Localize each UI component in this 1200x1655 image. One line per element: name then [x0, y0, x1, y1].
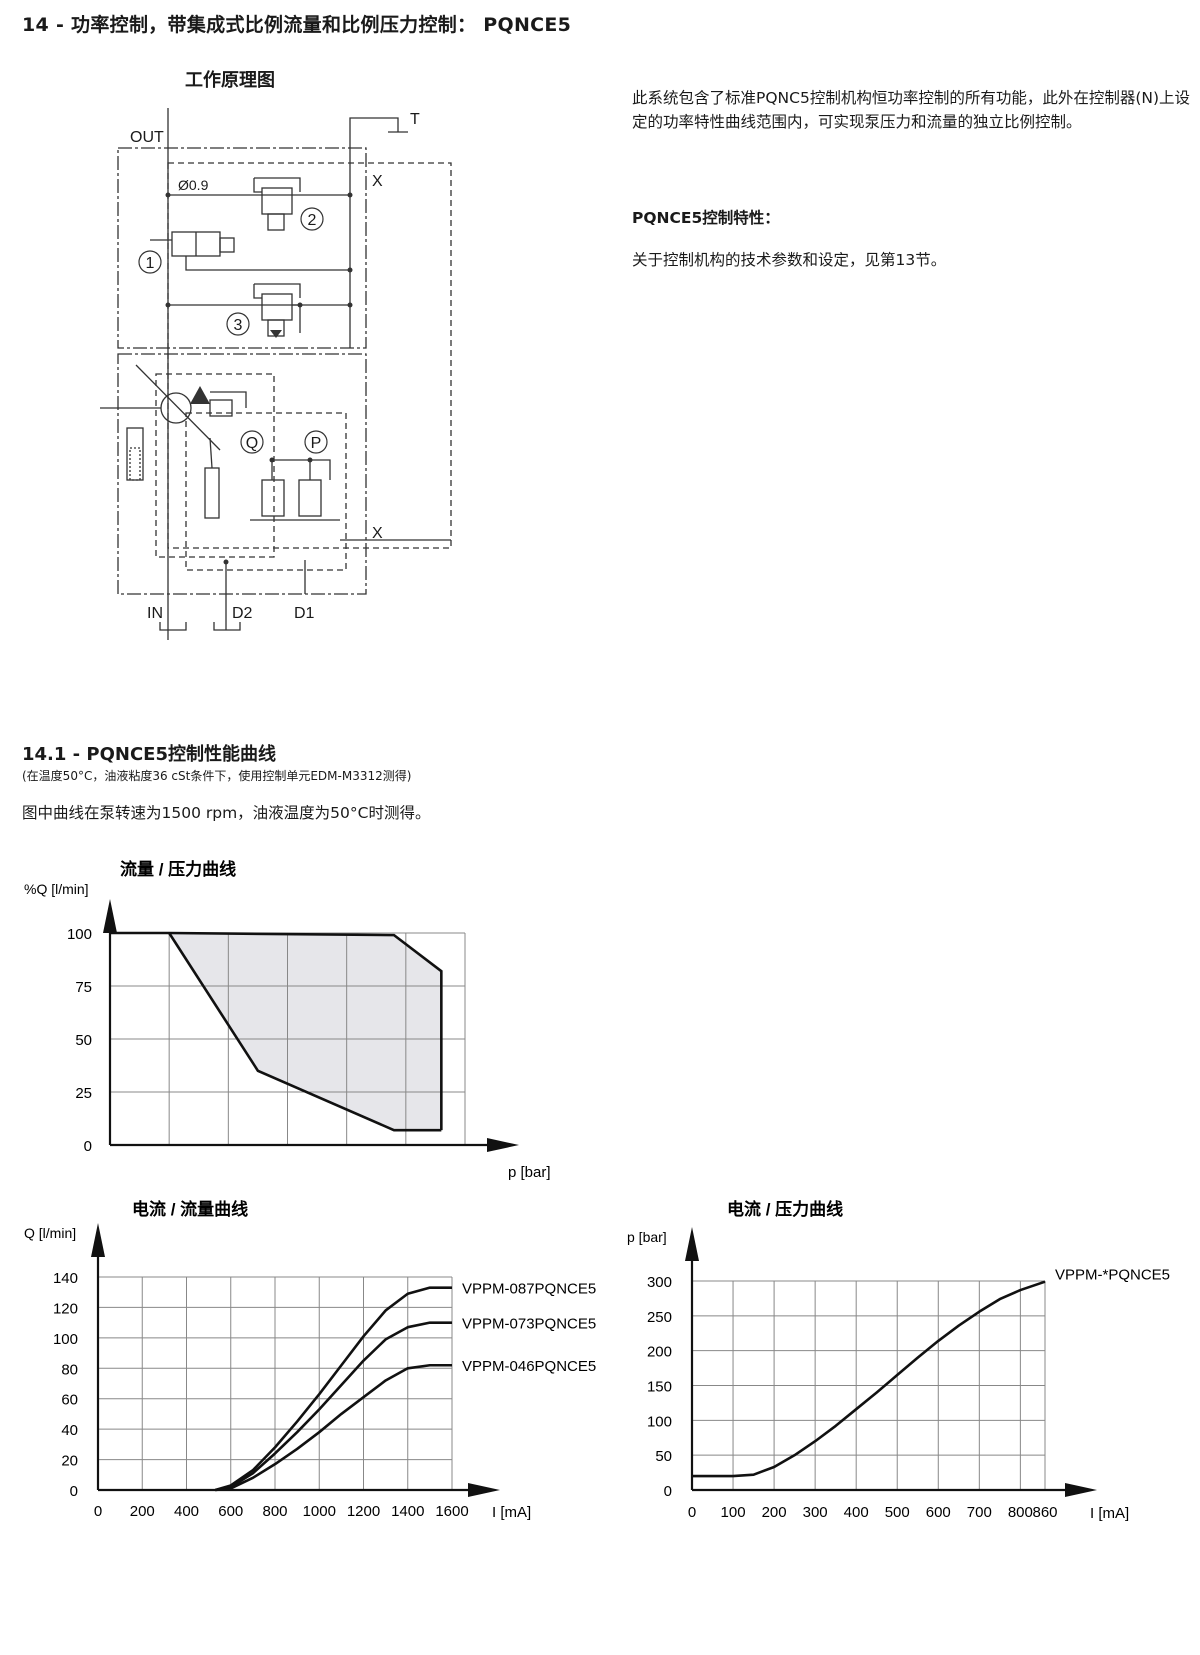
- x-axis-label: I [mA]: [1090, 1505, 1129, 1522]
- series-label-0: VPPM-087PQNCE5: [462, 1281, 596, 1298]
- y-tick-label: 75: [75, 979, 92, 996]
- section-note: (在温度50°C，油液粘度36 cSt条件下，使用控制单元EDM-M3312测得…: [22, 769, 412, 783]
- x-tick-label: 400: [174, 1503, 199, 1520]
- y-tick-label: 20: [61, 1453, 78, 1470]
- y-axis-label: Q [l/min]: [24, 1225, 76, 1241]
- y-tick-label: 40: [61, 1422, 78, 1439]
- diagram-title: 工作原理图: [185, 70, 275, 91]
- y-axis-arrow: [685, 1227, 699, 1261]
- series-line-0: [692, 1280, 1046, 1478]
- y-tick-label: 50: [75, 1032, 92, 1049]
- y-axis-arrow: [91, 1223, 105, 1257]
- x-axis-arrow: [487, 1138, 519, 1152]
- chart-title: 流量 / 压力曲线: [120, 859, 236, 879]
- y-tick-label: 80: [61, 1361, 78, 1378]
- series-label-1: VPPM-073PQNCE5: [462, 1316, 596, 1333]
- x-axis-arrow: [1065, 1483, 1097, 1497]
- x-tick-label: 400: [844, 1504, 869, 1521]
- description-text: 此系统包含了标准PQNC5控制机构恒功率控制的所有功能，此外在控制器(N)上设定…: [632, 89, 1191, 131]
- x-tick-label: 700: [967, 1504, 992, 1521]
- label-orifice: Ø0.9: [178, 177, 209, 193]
- y-tick-label: 100: [647, 1413, 672, 1430]
- region-upper-boundary: [110, 931, 443, 1131]
- x-tick-label: 1400: [391, 1503, 424, 1520]
- label-x-bottom: X: [372, 525, 383, 542]
- y-tick-label: 100: [67, 926, 92, 943]
- y-tick-label: 60: [61, 1392, 78, 1409]
- y-tick-label: 120: [53, 1300, 78, 1317]
- label-3: 3: [234, 317, 243, 334]
- y-tick-label: 250: [647, 1309, 672, 1326]
- y-tick-label: 25: [75, 1085, 92, 1102]
- y-tick-label: 0: [70, 1483, 78, 1500]
- x-tick-label: 200: [762, 1504, 787, 1521]
- page-title: 14 - 功率控制，带集成式比例流量和比例压力控制： PQNCE5: [22, 14, 572, 36]
- region-lower-boundary: [168, 932, 442, 1132]
- x-tick-label: 1000: [303, 1503, 336, 1520]
- label-in: IN: [147, 605, 163, 622]
- x-tick-label: 860: [1032, 1504, 1057, 1521]
- label-out: OUT: [130, 129, 164, 146]
- x-tick-label: 0: [688, 1504, 696, 1521]
- x-tick-label: 100: [721, 1504, 746, 1521]
- y-tick-label: 150: [647, 1379, 672, 1396]
- label-d2: D2: [232, 605, 253, 622]
- x-tick-label: 200: [130, 1503, 155, 1520]
- section-heading: 14.1 - PQNCE5控制性能曲线: [22, 744, 277, 765]
- x-tick-label: 600: [926, 1504, 951, 1521]
- features-heading: PQNCE5控制特性：: [632, 209, 780, 227]
- label-q: Q: [246, 435, 258, 452]
- y-axis-label: p [bar]: [627, 1229, 667, 1245]
- x-tick-label: 0: [94, 1503, 102, 1520]
- label-d1: D1: [294, 605, 315, 622]
- series-line-0: [214, 1286, 452, 1492]
- series-label-0: VPPM-*PQNCE5: [1055, 1267, 1170, 1284]
- x-tick-label: 600: [218, 1503, 243, 1520]
- x-axis-arrow: [468, 1483, 500, 1497]
- system-description: 此系统包含了标准PQNC5控制机构恒功率控制的所有功能，此外在控制器(N)上设定…: [632, 86, 1192, 134]
- features-text: 关于控制机构的技术参数和设定，见第13节。: [632, 251, 947, 269]
- operating-region: [169, 933, 442, 1131]
- y-tick-label: 0: [84, 1138, 92, 1155]
- y-tick-label: 200: [647, 1344, 672, 1361]
- x-axis-label: p [bar]: [508, 1164, 551, 1181]
- section-text: 图中曲线在泵转速为1500 rpm，油液温度为50°C时测得。: [22, 804, 431, 822]
- x-tick-label: 1600: [435, 1503, 468, 1520]
- series-line-1: [215, 1321, 452, 1492]
- x-tick-label: 800: [1008, 1504, 1033, 1521]
- current-flow-chart: 0 200 400 600 800 1000 1200 1400 1600 0 20 40 60 80 10…: [24, 1199, 596, 1521]
- label-t: T: [410, 111, 420, 128]
- y-tick-label: 140: [53, 1270, 78, 1287]
- y-tick-label: 0: [664, 1483, 672, 1500]
- label-x-top: X: [372, 173, 383, 190]
- flow-pressure-chart: 0 25 50 75 100 流量 / 压力曲线 %Q [l/min] p [bar]: [24, 859, 551, 1181]
- x-tick-label: 1200: [347, 1503, 380, 1520]
- label-1: 1: [146, 255, 155, 272]
- y-tick-label: 300: [647, 1274, 672, 1291]
- x-axis-label: I [mA]: [492, 1504, 531, 1521]
- y-axis-arrow: [103, 899, 117, 933]
- hydraulic-schematic: OUT T X Ø0.9 X IN D2 D1 1 2 3 Q P: [100, 108, 452, 640]
- x-tick-label: 500: [885, 1504, 910, 1521]
- x-tick-label: 300: [803, 1504, 828, 1521]
- y-tick-label: 50: [655, 1448, 672, 1465]
- chart-title: 电流 / 压力曲线: [727, 1199, 843, 1219]
- y-axis-label: %Q [l/min]: [24, 881, 89, 897]
- series-label-2: VPPM-046PQNCE5: [462, 1358, 596, 1375]
- label-p: P: [311, 435, 322, 452]
- x-tick-label: 800: [262, 1503, 287, 1520]
- series-line-2: [215, 1363, 452, 1492]
- chart-title: 电流 / 流量曲线: [132, 1199, 248, 1219]
- label-2: 2: [308, 212, 317, 229]
- y-tick-label: 100: [53, 1331, 78, 1348]
